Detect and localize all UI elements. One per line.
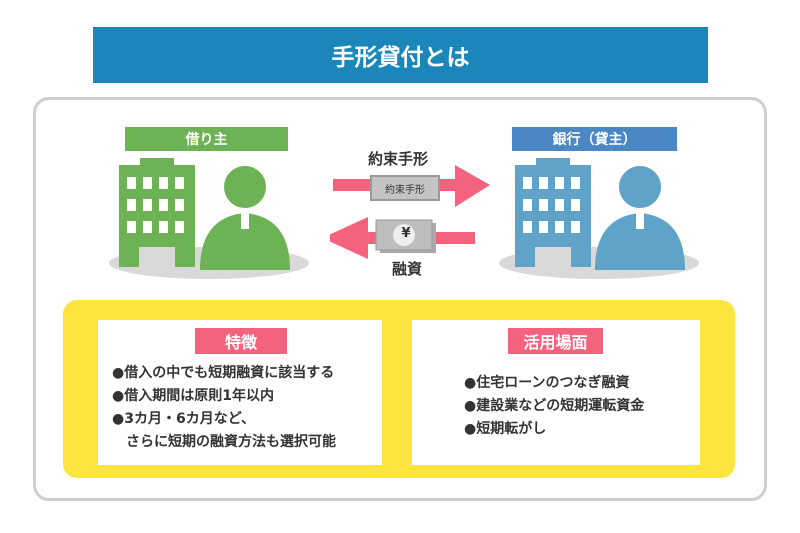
- borrower-label: 借り主: [125, 127, 288, 151]
- list-item: ●短期転がし: [464, 421, 547, 437]
- bank-illustration: [499, 158, 699, 279]
- list-item: ●借入期間は原則1年以内: [112, 388, 274, 404]
- list-item: ●住宅ローンのつなぎ融資: [464, 375, 630, 391]
- promissory-note-icon: 約束手形: [370, 175, 440, 201]
- person-icon: [595, 164, 685, 270]
- list-item: さらに短期の融資方法も選択可能: [112, 434, 336, 450]
- person-icon: [200, 164, 290, 270]
- features-panel: 特徴 ●借入の中でも短期融資に該当する ●借入期間は原則1年以内 ●3カ月・6カ…: [98, 320, 382, 465]
- list-item: ●3カ月・6カ月など、: [112, 411, 255, 427]
- yen-icon: ¥: [401, 226, 411, 241]
- list-item: ●建設業などの短期運転資金: [464, 398, 645, 414]
- list-item: ●借入の中でも短期融資に該当する: [112, 365, 335, 381]
- promissory-note-caption: 約束手形: [368, 150, 429, 168]
- uses-heading: 活用場面: [508, 328, 603, 354]
- features-heading: 特徴: [195, 328, 287, 354]
- uses-list: ●住宅ローンのつなぎ融資 ●建設業などの短期運転資金 ●短期転がし: [464, 372, 644, 441]
- financing-caption: 融資: [392, 260, 423, 278]
- bank-label: 銀行（貸主）: [512, 127, 677, 151]
- page-title: 手形貸付とは: [93, 27, 708, 83]
- diagram-frame: [33, 97, 767, 501]
- uses-panel: 活用場面 ●住宅ローンのつなぎ融資 ●建設業などの短期運転資金 ●短期転がし: [412, 320, 700, 465]
- features-list: ●借入の中でも短期融資に該当する ●借入期間は原則1年以内 ●3カ月・6カ月など…: [112, 362, 336, 454]
- borrower-illustration: [109, 158, 309, 279]
